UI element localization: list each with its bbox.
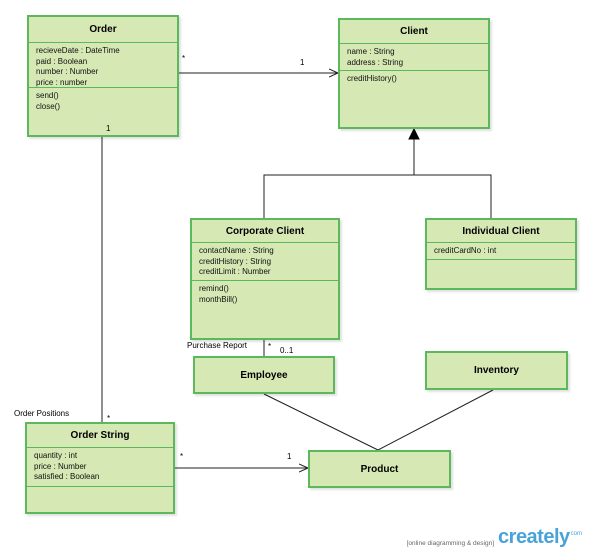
creately-logo: creately [498,526,570,548]
footer-tagline: [online diagramming & design] [406,540,495,547]
attribute: satisfied : Boolean [34,472,100,481]
multiplicity-label: 0..1 [280,346,294,355]
multiplicity-label: * [107,414,111,423]
methods-section: creditHistory() [340,71,488,85]
attribute: recieveDate : DateTime [36,46,120,55]
methods-section [427,260,575,263]
class-product[interactable]: Product [308,450,451,488]
attribute: contactName : String [199,246,274,255]
method: creditHistory() [347,74,397,83]
attribute: creditCardNo : int [434,246,497,255]
generalization-tree [263,174,492,218]
class-title: Order String [27,424,173,448]
creately-branding: [online diagramming & design] creately c… [407,526,582,549]
generalization-arrowhead [408,127,420,140]
attribute: price : number [36,77,88,87]
multiplicity-label: * [268,342,272,351]
role-label: Order Positions [14,409,70,418]
attribute: creditHistory : String [199,256,272,266]
attributes-section: creditCardNo : int [427,243,575,260]
class-order-string[interactable]: Order String quantity : int price : Numb… [25,422,175,514]
attribute: address : String [347,57,404,67]
class-corporate-client[interactable]: Corporate Client contactName : String cr… [190,218,340,340]
attributes-section: contactName : String creditHistory : Str… [192,243,338,281]
multiplicity-label: 1 [106,124,111,133]
inventory-product-association [377,389,494,451]
multiplicity-label: 1 [287,452,292,461]
class-title: Product [360,463,399,475]
method: monthBill() [199,294,238,304]
multiplicity-label: 1 [300,58,305,67]
methods-section: send() close() [29,88,177,112]
class-title: Individual Client [427,220,575,243]
class-order[interactable]: Order recieveDate : DateTime paid : Bool… [27,15,179,137]
class-title: Corporate Client [192,220,338,243]
multiplicity-label: * [180,452,184,461]
methods-section: remind() monthBill() [192,281,338,305]
attributes-section: name : String address : String [340,44,488,71]
methods-section [27,487,173,490]
class-title: Client [340,20,488,44]
logo-suffix: com [570,531,582,537]
attribute: creditLimit : Number [199,267,271,276]
multiplicity-label: * [182,54,186,63]
class-employee[interactable]: Employee [193,356,335,394]
employee-product-association [263,393,379,451]
attribute: name : String [347,47,395,56]
attributes-section: quantity : int price : Number satisfied … [27,448,173,487]
attribute: quantity : int [34,451,78,460]
attributes-section: recieveDate : DateTime paid : Boolean nu… [29,43,177,88]
method: close() [36,101,61,111]
class-client[interactable]: Client name : String address : String cr… [338,18,490,129]
class-inventory[interactable]: Inventory [425,351,568,390]
class-title: Inventory [473,365,519,376]
attribute: price : Number [34,461,87,471]
class-title: Employee [240,369,288,381]
attribute: number : Number [36,67,99,76]
method: send() [36,91,59,100]
class-individual-client[interactable]: Individual Client creditCardNo : int [425,218,577,290]
attribute: paid : Boolean [36,56,88,66]
method: remind() [199,284,229,293]
class-title: Order [29,17,177,43]
role-label: Purchase Report [187,341,248,350]
